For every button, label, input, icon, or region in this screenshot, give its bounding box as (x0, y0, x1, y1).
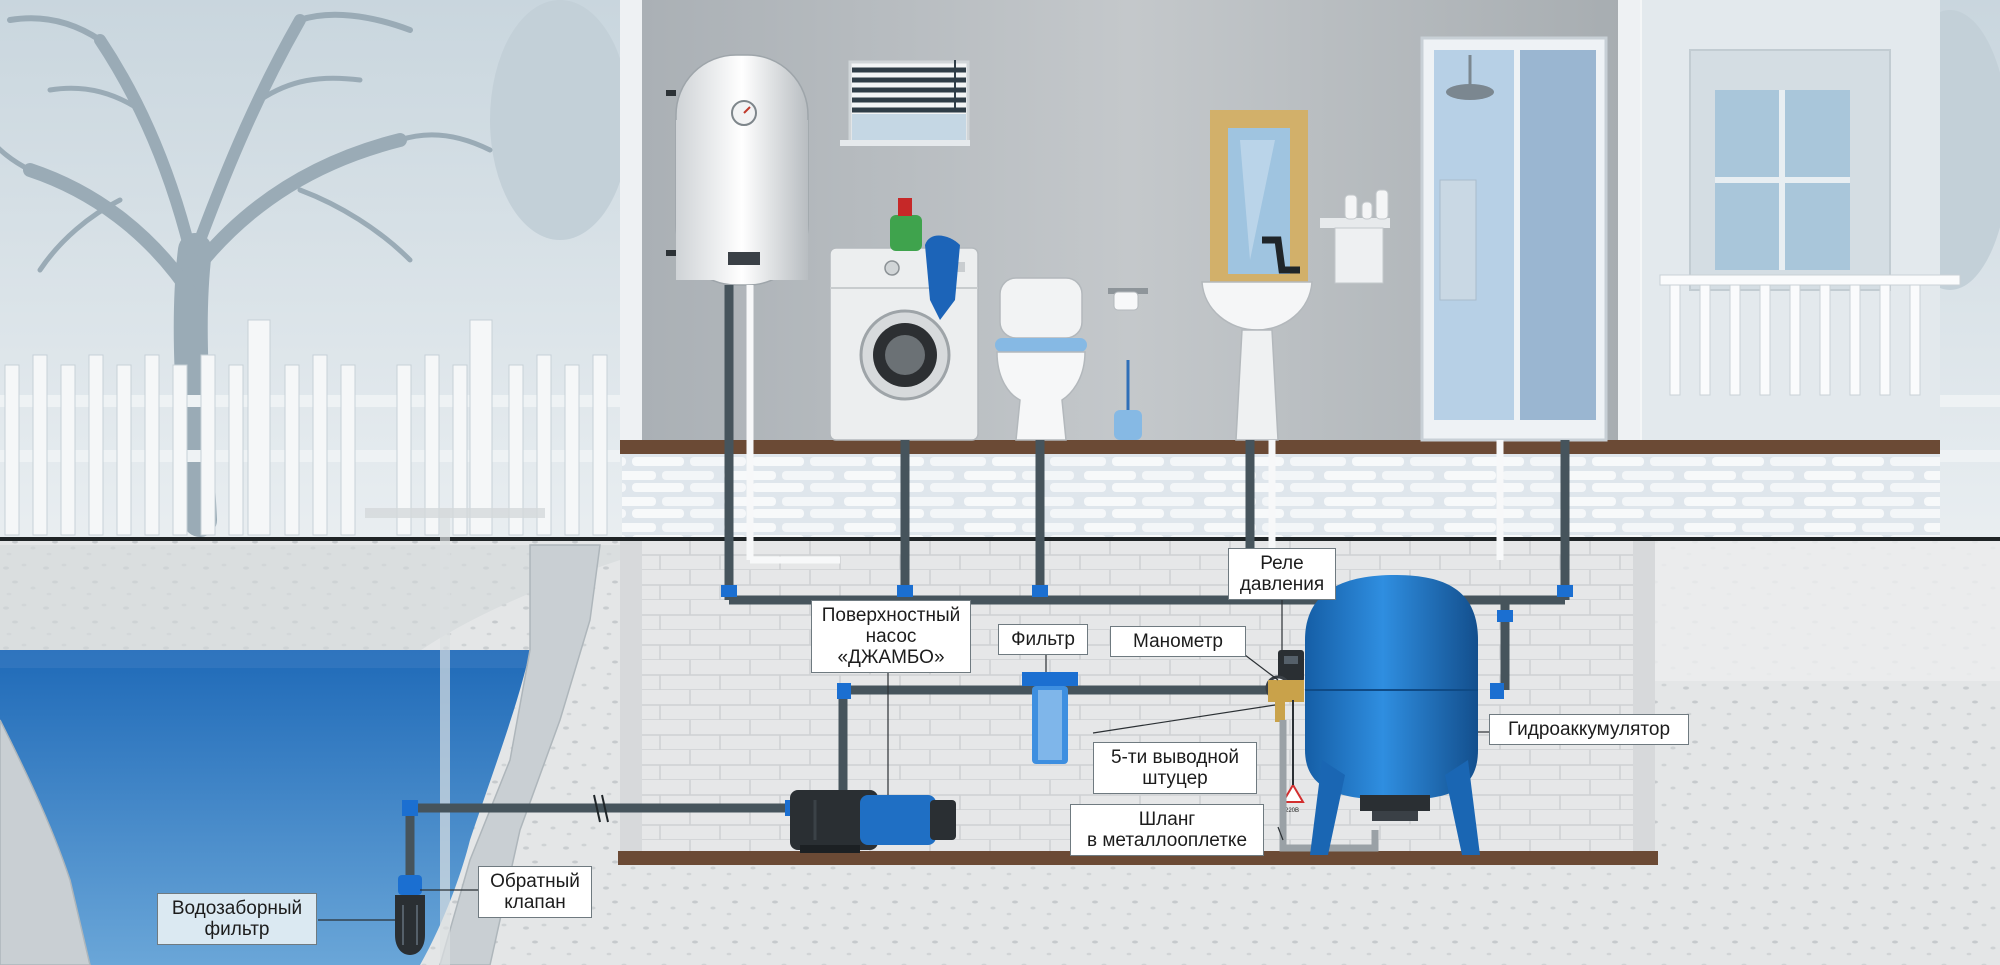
expansion-tank-icon (1305, 575, 1480, 855)
stone-foundation (622, 454, 1940, 537)
accumulator-label: Гидроаккумулятор (1489, 714, 1689, 745)
shower-cabin-icon (1420, 36, 1608, 442)
filter-label: Фильтр (998, 624, 1088, 655)
well-rocks (0, 544, 601, 965)
water-heater-icon (666, 54, 809, 286)
five-way-fitting-label: 5-ти выводной штуцер (1093, 742, 1257, 794)
tree-icon (0, 11, 493, 537)
warning-icon: 220В (1281, 700, 1305, 814)
toilet-brush-icon (1114, 360, 1142, 440)
intake-filter-icon (395, 895, 425, 955)
check-valve-label-line1: Обратный (490, 871, 580, 892)
five-way-fitting-label-line2: штуцер (1142, 768, 1208, 789)
check-valve-icon (398, 875, 422, 895)
braided-hose-label: Шланг в металлооплетке (1070, 804, 1264, 856)
manometer-label-text: Манометр (1133, 631, 1223, 652)
five-way-fitting-icon (1268, 680, 1304, 722)
intake-filter-label-line1: Водозаборный (171, 898, 303, 919)
surface-pump-label: Поверхностный насос «ДЖАМБО» (811, 600, 971, 673)
five-way-fitting-label-line1: 5-ти выводной (1110, 747, 1240, 768)
cartridge-filter-icon (1022, 672, 1078, 764)
house-corner-left (620, 0, 642, 445)
pressure-relay-label-line2: давления (1239, 574, 1325, 595)
toilet-paper-icon (1108, 288, 1148, 311)
window-blinds-icon (840, 60, 970, 146)
mirror-icon (1210, 110, 1308, 292)
water-source (0, 650, 530, 965)
porch (1620, 0, 1961, 440)
pressure-relay-label: Реле давления (1228, 548, 1336, 600)
manometer-label: Манометр (1110, 626, 1246, 657)
pressure-relay-icon (1278, 650, 1304, 682)
shelf-icon (1320, 189, 1390, 284)
surface-pump-label-line2: насос (865, 626, 917, 647)
washing-machine-icon (829, 198, 979, 441)
house-corner-right (1618, 0, 1640, 445)
pressure-relay-label-line1: Реле (1260, 553, 1304, 574)
intake-filter-label: Водозаборный фильтр (157, 893, 317, 945)
fence-icon (0, 319, 2000, 536)
voltage-tag: 220В (1285, 808, 1299, 814)
intake-filter-label-line2: фильтр (204, 919, 270, 940)
check-valve-label: Обратный клапан (478, 866, 592, 918)
check-valve-label-line2: клапан (504, 892, 566, 913)
pipe-break-mark (593, 794, 609, 823)
filter-label-text: Фильтр (1011, 629, 1075, 650)
ground-line (0, 537, 2000, 541)
braided-hose-label-line2: в металлооплетке (1086, 830, 1248, 851)
sink-icon (1201, 236, 1313, 441)
surface-pump-icon (790, 790, 956, 853)
basement-floor (618, 851, 1658, 865)
surface-pump-label-line1: Поверхностный (821, 605, 961, 626)
drain-pipes (746, 285, 1504, 564)
braided-hose-label-line1: Шланг (1138, 809, 1196, 830)
toilet-icon (995, 277, 1087, 441)
surface-pump-label-line3: «ДЖАМБО» (837, 647, 945, 668)
floor-beam (620, 440, 1940, 454)
accumulator-label-text: Гидроаккумулятор (1507, 719, 1671, 740)
